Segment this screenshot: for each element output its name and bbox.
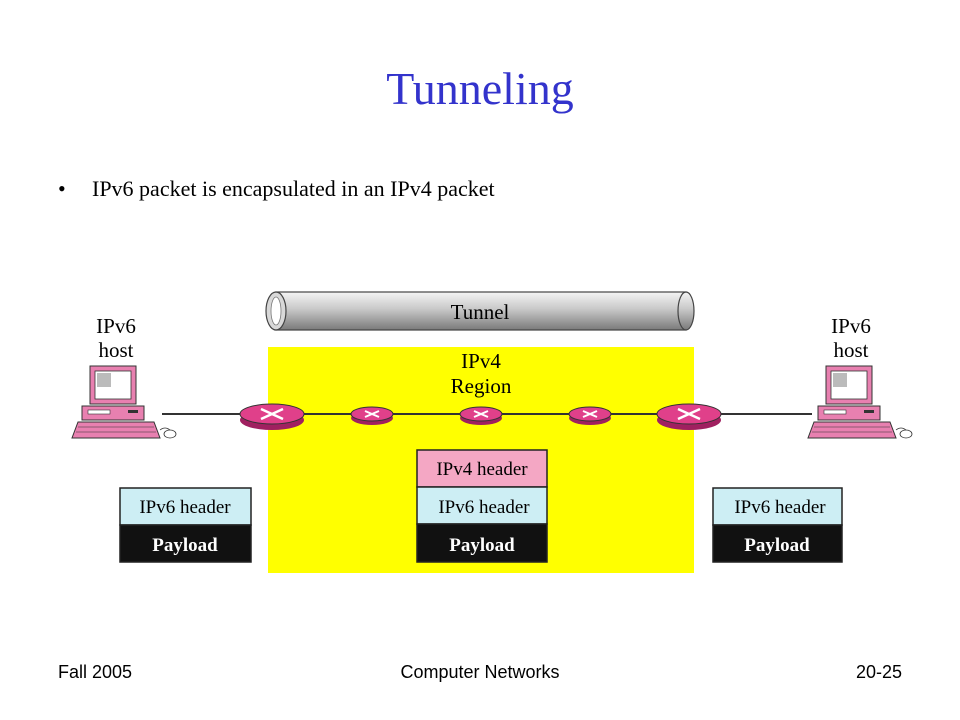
router-icon xyxy=(568,406,612,425)
bullet-icon: • xyxy=(58,176,66,201)
payload-box xyxy=(119,524,252,563)
payload-box xyxy=(712,524,843,563)
tunnel-pipe xyxy=(265,291,695,331)
right-packet-header-label: IPv6 header xyxy=(734,497,826,518)
ipv6-header-box xyxy=(712,487,843,526)
middle-packet-outer-header-label: IPv4 header xyxy=(436,459,528,480)
right-host-computer-icon xyxy=(807,365,913,439)
router-icon xyxy=(656,403,722,430)
region-label-line2: Region xyxy=(451,374,512,398)
right-host-label-line2: host xyxy=(833,338,868,362)
bullet-text: IPv6 packet is encapsulated in an IPv4 p… xyxy=(92,176,495,201)
tunnel-label: Tunnel xyxy=(451,300,510,324)
region-label-line1: IPv4 xyxy=(461,349,501,373)
bullet-item: • IPv6 packet is encapsulated in an IPv4 … xyxy=(58,176,495,202)
footer-date: Fall 2005 xyxy=(58,662,133,682)
middle-packet xyxy=(416,449,548,563)
footer-page-number: 20-25 xyxy=(855,662,902,682)
left-host-label-line1: IPv6 xyxy=(96,314,136,338)
left-packet xyxy=(119,487,252,563)
left-packet-payload-label: Payload xyxy=(152,535,218,556)
right-packet-payload-label: Payload xyxy=(744,535,810,556)
middle-packet-payload-label: Payload xyxy=(449,535,515,556)
payload-box xyxy=(416,523,548,563)
left-packet-header-label: IPv6 header xyxy=(139,497,231,518)
router-icon xyxy=(350,406,394,425)
ipv6-header-box xyxy=(119,487,252,526)
left-host-computer-icon xyxy=(71,365,177,439)
router-icon xyxy=(239,403,305,430)
router-icon xyxy=(459,406,503,425)
left-host-label-line2: host xyxy=(98,338,133,362)
slide-title: Tunneling xyxy=(386,63,574,114)
right-host-label-line1: IPv6 xyxy=(831,314,871,338)
right-packet xyxy=(712,487,843,563)
middle-packet-header-label: IPv6 header xyxy=(438,497,530,518)
footer-course: Computer Networks xyxy=(400,662,560,682)
